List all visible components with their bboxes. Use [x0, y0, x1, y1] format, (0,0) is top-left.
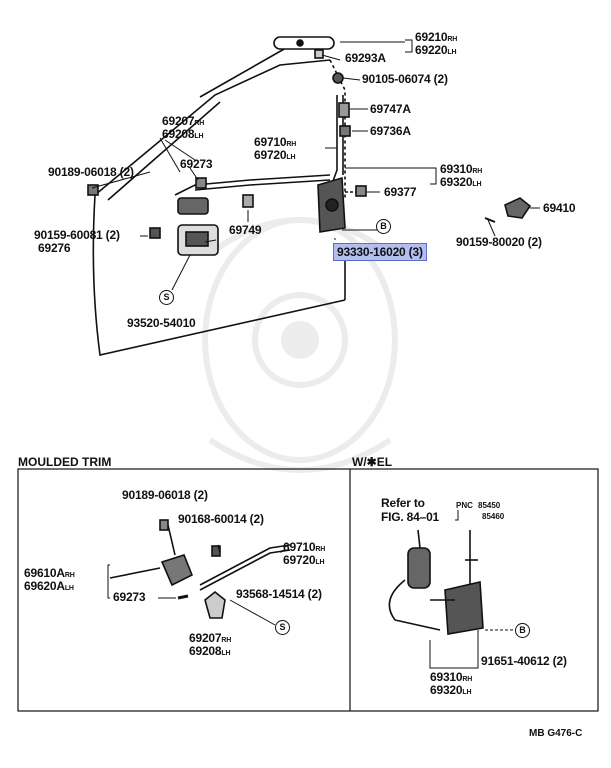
part-label-90189-06018-top[interactable]: 90189-06018 (2): [48, 165, 134, 179]
pnc-prefix: PNC: [456, 501, 473, 510]
pnc-85460[interactable]: 85460: [482, 512, 505, 521]
section-title-w-el: W/✱EL: [352, 455, 393, 469]
part-label-93568-14514[interactable]: 93568-14514 (2): [236, 587, 322, 601]
door-outline: [92, 39, 346, 356]
refer-to-text: Refer to: [381, 496, 425, 510]
part-label-69720-top[interactable]: 69720LH: [254, 148, 296, 162]
part-label-69310-top[interactable]: 69310RH: [440, 162, 483, 176]
part-label-69410[interactable]: 69410: [543, 201, 576, 215]
part-label-90168-60014[interactable]: 90168-60014 (2): [178, 512, 264, 526]
part-label-69747A[interactable]: 69747A: [370, 102, 411, 116]
part-label-69710-top[interactable]: 69710RH: [254, 135, 297, 149]
part-label-90159-80020[interactable]: 90159-80020 (2): [456, 235, 542, 249]
part-label-90159-60081[interactable]: 90159-60081 (2): [34, 228, 120, 242]
outside-handle-part: [273, 36, 344, 84]
lower-panels-frame: [17, 468, 599, 712]
part-label-69749[interactable]: 69749: [229, 223, 262, 237]
part-label-69377[interactable]: 69377: [384, 185, 417, 199]
refer-fig-link[interactable]: FIG. 84–01: [381, 510, 440, 524]
part-label-69720-moulded[interactable]: 69720LH: [283, 553, 325, 567]
part-label-69207-moulded[interactable]: 69207RH: [189, 631, 232, 645]
part-label-69273-moulded[interactable]: 69273: [113, 590, 146, 604]
part-label-90105-06074[interactable]: 90105-06074 (2): [362, 72, 448, 86]
figure-code: MB G476-C: [529, 728, 583, 739]
inside-handle-part: [87, 177, 254, 256]
part-label-69207-top[interactable]: 69207RH: [162, 114, 205, 128]
part-label-69208-top[interactable]: 69208LH: [162, 127, 204, 141]
power-lock-actuator-parts: [388, 510, 515, 669]
watermark-emblem: [202, 217, 398, 473]
pnc-85450[interactable]: 85450: [478, 501, 501, 510]
part-label-69210[interactable]: 69210RH: [415, 30, 458, 44]
part-label-69220[interactable]: 69220LH: [415, 43, 457, 57]
part-label-69620A[interactable]: 69620ALH: [24, 579, 74, 593]
part-label-90189-06018-moulded[interactable]: 90189-06018 (2): [122, 488, 208, 502]
part-label-69208-moulded[interactable]: 69208LH: [189, 644, 231, 658]
reference-mark-b-wel: B: [515, 623, 530, 638]
latch-assembly-part: [174, 95, 367, 233]
part-label-69320-wel[interactable]: 69320LH: [430, 683, 472, 697]
part-label-93330-16020[interactable]: 93330-16020 (3): [333, 243, 427, 261]
part-label-69293A[interactable]: 69293A: [345, 51, 386, 65]
part-label-69273-top[interactable]: 69273: [180, 157, 213, 171]
part-label-93520-54010[interactable]: 93520-54010: [127, 316, 196, 330]
reference-mark-s-moulded: S: [275, 620, 290, 635]
reference-mark-s-top: S: [159, 290, 174, 305]
part-label-69710-moulded[interactable]: 69710RH: [283, 540, 326, 554]
highlighted-part-number[interactable]: 93330-16020 (3): [333, 243, 427, 261]
part-label-69610A[interactable]: 69610ARH: [24, 566, 75, 580]
leader-lines-top: [91, 39, 540, 291]
part-label-69310-wel[interactable]: 69310RH: [430, 670, 473, 684]
part-label-69276[interactable]: 69276: [38, 241, 71, 255]
reference-mark-b-top: B: [376, 219, 391, 234]
part-label-69320-top[interactable]: 69320LH: [440, 175, 482, 189]
section-title-moulded-trim: MOULDED TRIM: [18, 455, 112, 469]
part-69410: [484, 197, 532, 223]
part-label-91651-40612[interactable]: 91651-40612 (2): [481, 654, 567, 668]
moulded-trim-parts: [107, 519, 291, 626]
part-label-69736A[interactable]: 69736A: [370, 124, 411, 138]
